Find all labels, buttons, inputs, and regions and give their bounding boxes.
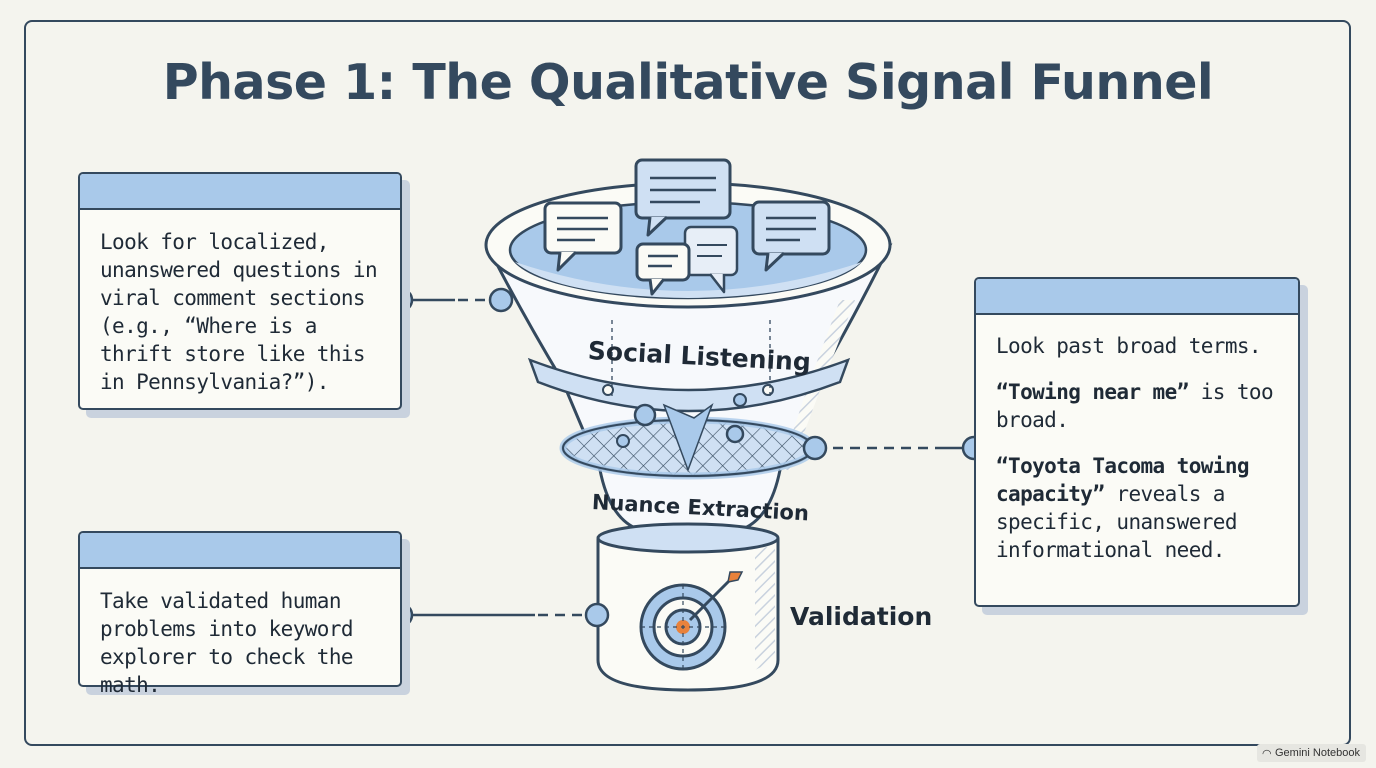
connector-node: [584, 602, 610, 628]
card-social-listening: Look for localized, unanswered questions…: [78, 172, 402, 410]
chat-bubble-icon: [634, 158, 732, 237]
notebook-icon: ◠: [1262, 748, 1272, 760]
card-text: reveals a specific, unanswered informati…: [996, 482, 1237, 562]
chat-bubble-icon: [683, 225, 739, 294]
keyword-example-broad: “Towing near me”: [996, 380, 1189, 404]
card-text: Look past broad terms.: [996, 334, 1262, 358]
connector-node: [488, 287, 514, 313]
page-title: Phase 1: The Qualitative Signal Funnel: [162, 54, 1214, 111]
watermark-text: Gemini Notebook: [1275, 747, 1360, 759]
card-header-bar: [976, 279, 1298, 315]
connector-node: [802, 435, 828, 461]
card-text: Look for localized, unanswered questions…: [100, 230, 378, 394]
down-arrow-icon: [662, 402, 714, 473]
card-text: is too broad.: [996, 380, 1274, 432]
keyword-example-specific: “Toyota Tacoma towing capacity”: [996, 454, 1250, 506]
chat-bubble-icon: [635, 242, 691, 296]
stage-label-validation: Validation: [790, 602, 933, 631]
watermark-badge: ◠ Gemini Notebook: [1257, 744, 1366, 762]
card-nuance-extraction: Look past broad terms. “Towing near me” …: [974, 277, 1300, 607]
card-header-bar: [80, 174, 400, 210]
slide-frame: [24, 20, 1351, 746]
card-validation: Take validated human problems into keywo…: [78, 531, 402, 697]
card-paragraph: “Towing near me” is too broad.: [996, 378, 1278, 434]
card-body: Look past broad terms. “Towing near me” …: [976, 315, 1298, 564]
chat-bubble-icon: [751, 200, 831, 272]
card-header-bar: [80, 533, 400, 569]
target-icon: [639, 571, 744, 671]
card-paragraph: “Toyota Tacoma towing capacity” reveals …: [996, 452, 1278, 564]
chat-bubble-icon: [543, 201, 623, 272]
card-text: Take validated human problems into keywo…: [100, 589, 354, 697]
